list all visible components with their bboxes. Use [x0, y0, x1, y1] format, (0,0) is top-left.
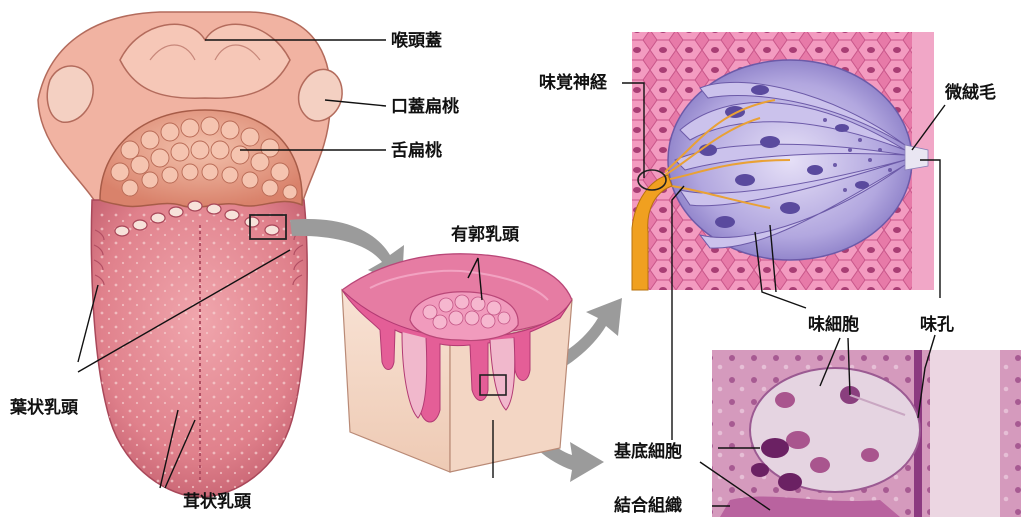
label-microvilli: 微絨毛 [944, 82, 996, 103]
label-basal-cells: 基底細胞 [613, 441, 682, 462]
label-taste-cells: 味細胞 [808, 314, 859, 335]
label-epiglottis: 喉頭蓋 [391, 30, 442, 51]
tongue-illustration [38, 12, 342, 497]
label-palatine-tonsil: 口蓋扁桃 [391, 96, 459, 117]
taste-bud-illustration [632, 32, 934, 290]
label-foliate-papillae: 葉状乳頭 [9, 397, 79, 418]
label-taste-pore: 味孔 [920, 314, 954, 335]
label-gustatory-nerve: 味覚神経 [539, 72, 608, 93]
histology-micrograph [712, 350, 1021, 517]
label-fungiform-papillae: 茸状乳頭 [183, 491, 252, 512]
label-connective-tissue: 結合組織 [614, 495, 682, 516]
histology-taste-bud [750, 368, 920, 492]
papilla-block [342, 254, 572, 472]
label-lingual-tonsil: 舌扁桃 [391, 140, 442, 161]
label-circumvallate-papilla: 有郭乳頭 [451, 224, 520, 245]
